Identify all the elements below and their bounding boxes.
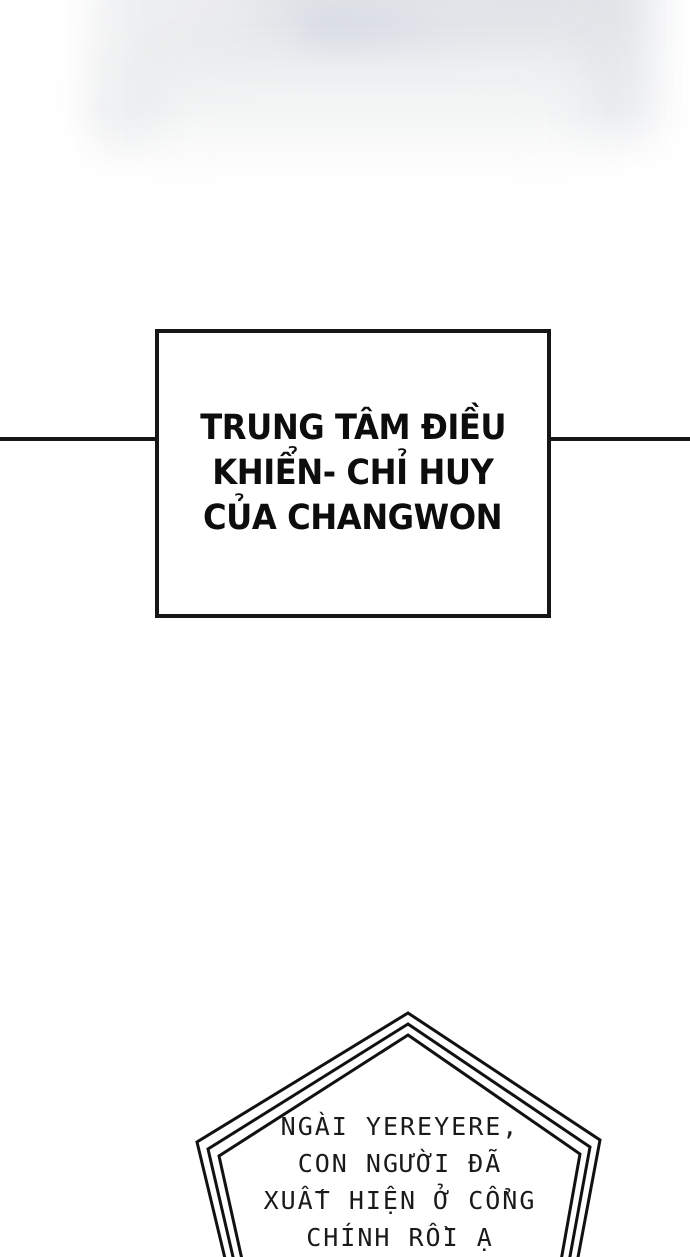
blurred-background-panel xyxy=(0,0,690,230)
caption-line-2: KHIỂN- CHỈ HUY xyxy=(212,453,494,494)
bubble-line-1: NGÀI YEREYERE, xyxy=(280,1112,520,1141)
blur-shape-accent xyxy=(300,8,470,56)
speech-bubble: NGÀI YEREYERE, CON NGƯỜI ĐÃ XUẤT HIỆN Ở … xyxy=(175,1000,625,1257)
speech-bubble-outline-inner xyxy=(217,1033,582,1257)
blur-shape-secondary xyxy=(250,0,580,120)
bubble-line-4: CHÍNH RỒI Ạ xyxy=(306,1223,494,1252)
speech-bubble-outline xyxy=(195,1011,602,1257)
blur-shape-lower xyxy=(150,60,580,210)
blur-shape-primary xyxy=(95,0,655,150)
blur-fade-overlay xyxy=(0,110,690,230)
speech-bubble-text: NGÀI YEREYERE, CON NGƯỜI ĐÃ XUẤT HIỆN Ở … xyxy=(175,1108,625,1256)
caption-box: TRUNG TÂM ĐIỀU KHIỂN- CHỈ HUY CỦA CHANGW… xyxy=(155,329,551,618)
blur-shape-edge xyxy=(110,0,150,150)
speech-bubble-outline-outer xyxy=(195,1011,602,1257)
caption-line-1: TRUNG TÂM ĐIỀU xyxy=(200,408,506,449)
bubble-line-2: CON NGƯỜI ĐÃ xyxy=(297,1149,503,1178)
caption-line-3: CỦA CHANGWON xyxy=(203,497,503,538)
speech-bubble-outline-middle xyxy=(206,1022,592,1257)
horizontal-rule-left xyxy=(0,437,158,441)
bubble-line-3: XUẤT HIỆN Ở CỔNG xyxy=(263,1186,537,1215)
horizontal-rule-right xyxy=(549,437,690,441)
